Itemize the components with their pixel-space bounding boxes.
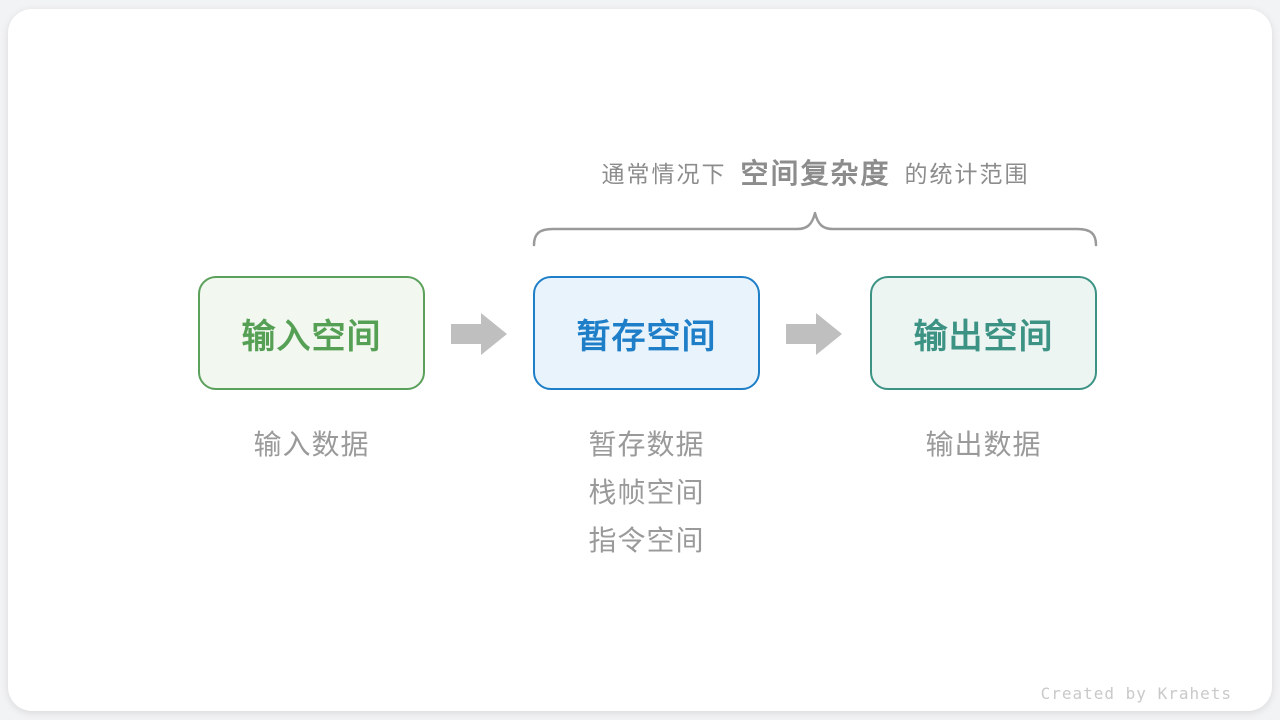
input-space-notes: 输入数据 <box>198 421 425 469</box>
arrow-right-icon <box>451 313 507 355</box>
output-space-label: 输出空间 <box>913 317 1054 356</box>
note-line: 栈帧空间 <box>588 477 705 508</box>
arrow-right-icon <box>786 313 842 355</box>
credit-text: Created by Krahets <box>1040 684 1232 703</box>
temp-space-box: 暂存空间 <box>533 276 760 390</box>
caption-prefix: 通常情况下 <box>601 161 727 187</box>
output-space-notes: 输出数据 <box>870 421 1097 469</box>
caption-highlight: 空间复杂度 <box>740 158 891 189</box>
temp-space-notes: 暂存数据 栈帧空间 指令空间 <box>533 421 760 565</box>
input-space-label: 输入空间 <box>241 317 382 356</box>
output-space-box: 输出空间 <box>870 276 1097 390</box>
caption-suffix: 的统计范围 <box>904 161 1030 187</box>
input-space-box: 输入空间 <box>198 276 425 390</box>
temp-space-label: 暂存空间 <box>576 317 717 356</box>
curly-brace <box>532 211 1098 247</box>
caption: 通常情况下 空间复杂度 的统计范围 <box>528 150 1103 194</box>
note-line: 输入数据 <box>253 429 370 460</box>
note-line: 指令空间 <box>588 525 705 556</box>
diagram-card: 通常情况下 空间复杂度 的统计范围 输入空间 暂存空间 输出空间 输入数据 <box>8 9 1272 711</box>
note-line: 暂存数据 <box>588 429 705 460</box>
note-line: 输出数据 <box>925 429 1042 460</box>
